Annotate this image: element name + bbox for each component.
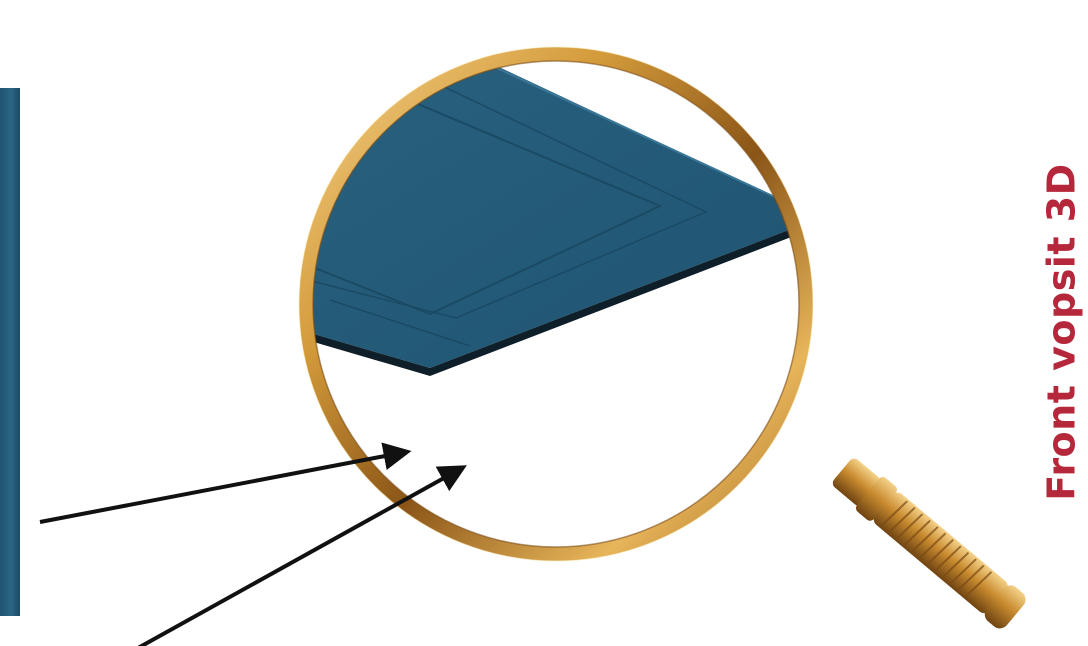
magnified-panel-corner [312,60,800,376]
door-panel-front-edge [0,88,20,616]
magnifying-glass-icon [298,46,814,562]
page-title-vertical: Front vopsit 3D [1040,24,1084,640]
pointer-arrow-upper [39,442,412,524]
pointer-arrow-lower [137,465,467,646]
magnifier-handle [832,458,1026,629]
page-title: Front vopsit 3D [1040,163,1084,501]
